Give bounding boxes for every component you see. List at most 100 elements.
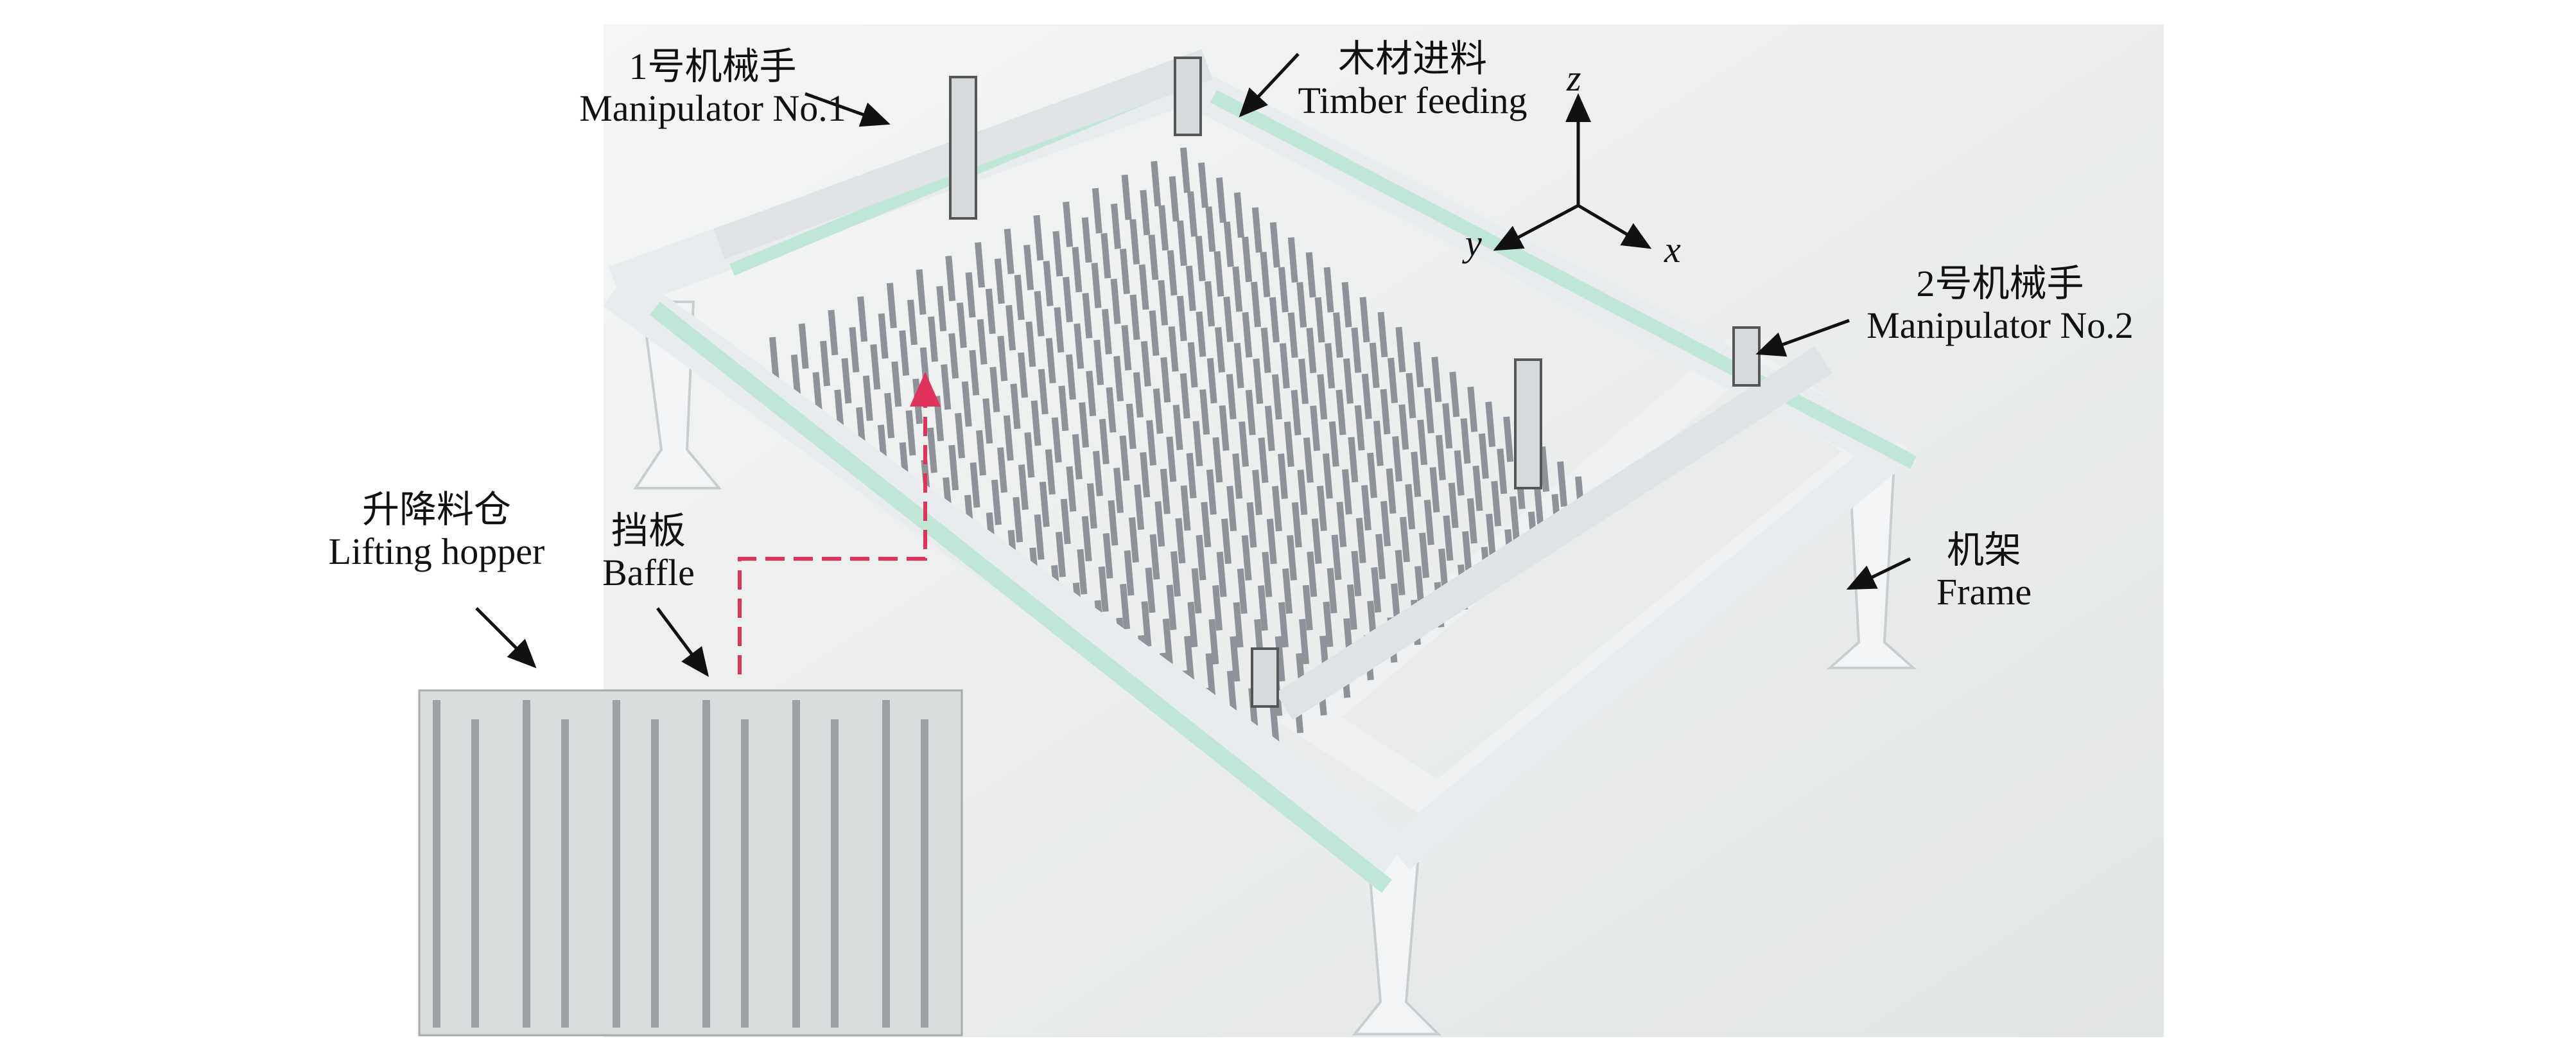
label-zh: 升降料仓 (361, 489, 511, 530)
baffle-plate (1252, 469, 1263, 516)
baffle-plate (1179, 373, 1190, 419)
baffle-plate (1039, 481, 1050, 527)
baffle-plate (1079, 402, 1090, 448)
baffle-plate (1242, 236, 1253, 283)
baffle-plate (1215, 327, 1226, 373)
baffle-plate (1264, 405, 1275, 452)
baffle-plate (1233, 192, 1244, 238)
baffle-plate (1251, 281, 1262, 328)
baffle-plate (1380, 389, 1391, 435)
baffle-plate (1497, 448, 1508, 495)
baffle-plate (1485, 401, 1496, 448)
baffle-plate (948, 444, 959, 491)
baffle-plate (1113, 468, 1124, 513)
baffle-plate (820, 340, 831, 387)
baffle-plate (1172, 405, 1183, 450)
baffle-plate (948, 333, 959, 379)
baffle-plate (1110, 278, 1121, 324)
baffle-plate (1120, 583, 1131, 629)
baffle-plate (969, 349, 980, 396)
baffle-plate (1091, 263, 1102, 308)
red-dashed-callout (738, 372, 941, 674)
label-en: Baffle (602, 551, 695, 593)
baffle-plate (1302, 584, 1313, 631)
baffle-plate (1074, 323, 1084, 369)
baffle-plate (1230, 636, 1240, 682)
baffle-plate (1386, 468, 1397, 514)
baffle-plate (870, 344, 881, 390)
coordinate-axes (1493, 93, 1652, 251)
label-en: Manipulator No.1 (579, 87, 846, 129)
baffle-plate (1167, 250, 1178, 296)
axis-label-x: x (1664, 229, 1681, 270)
axis-label-z: z (1567, 57, 1581, 99)
baffle-plate (1278, 453, 1288, 499)
baffle-plate (1003, 415, 1014, 461)
baffle-plate (1317, 374, 1328, 420)
baffle-plate (1108, 500, 1118, 546)
baffle-plate (1171, 551, 1181, 597)
baffle-plate (994, 258, 1005, 304)
baffle-plate (1146, 419, 1157, 466)
baffle-plate (1099, 419, 1110, 464)
baffle-plate (1241, 535, 1252, 581)
arrow-timber-feeding (1239, 53, 1300, 118)
baffle-plate (878, 313, 889, 359)
baffle-plate (1336, 389, 1346, 435)
baffle-plate (1478, 433, 1489, 479)
baffle-plate (1298, 358, 1309, 405)
baffle-plate (899, 330, 910, 376)
baffle-plate (1191, 568, 1202, 614)
baffle-plate (1063, 201, 1074, 247)
baffle-plate (1063, 277, 1074, 322)
label-zh: 机架 (1946, 529, 2021, 571)
baffle-plate (1168, 326, 1179, 372)
baffle-plate (1460, 418, 1471, 464)
baffle-plate (1023, 245, 1034, 290)
baffle-plate (912, 378, 923, 425)
baffle-plate (1351, 550, 1362, 597)
baffle-plate (1303, 437, 1314, 483)
baffle-plate (1377, 311, 1388, 358)
axis-label-y: y (1465, 222, 1482, 264)
baffle-plate (997, 335, 1008, 381)
baffle-plate (1154, 501, 1165, 547)
baffle-plate (1325, 343, 1336, 389)
baffle-plate (1215, 177, 1226, 223)
baffle-plate (934, 396, 944, 441)
baffle-plate (1405, 484, 1416, 530)
baffle-plate (1371, 566, 1382, 613)
baffle-plate (961, 381, 972, 427)
baffle-plate (1369, 342, 1380, 389)
baffle-plate (1323, 267, 1334, 313)
baffle-plate (1245, 389, 1256, 435)
baffle-plate (1129, 294, 1140, 340)
baffle-plate (1206, 469, 1217, 515)
baffle-plate (1232, 453, 1243, 499)
baffle-plate (1093, 339, 1104, 385)
baffle-plate (1092, 188, 1102, 234)
baffle-inset-photo (418, 689, 963, 1037)
baffle-plate (1462, 530, 1473, 577)
arrow-lifting-hopper (475, 607, 537, 669)
baffle-plate (1510, 496, 1520, 542)
baffle-plate (982, 398, 993, 444)
baffle-plate (1216, 551, 1227, 597)
baffle-plate (1149, 534, 1160, 580)
baffle-plate (857, 296, 868, 342)
baffle-plate (1299, 618, 1310, 665)
baffle-plate (1275, 636, 1285, 682)
baffle-plate (1454, 450, 1465, 496)
baffle-plate (1291, 390, 1301, 435)
baffle-plate (905, 410, 916, 456)
baffle-plate (1077, 548, 1088, 595)
baffle-plate (1192, 421, 1203, 467)
baffle-plate (841, 358, 852, 404)
baffle-plate (1314, 297, 1325, 343)
baffle-plate (1269, 222, 1280, 268)
baffle-plate (1287, 312, 1298, 358)
baffle-plate (1333, 312, 1343, 358)
baffle-plate (1395, 326, 1406, 373)
baffle-plate (1197, 162, 1208, 208)
baffle-plate (975, 242, 985, 288)
